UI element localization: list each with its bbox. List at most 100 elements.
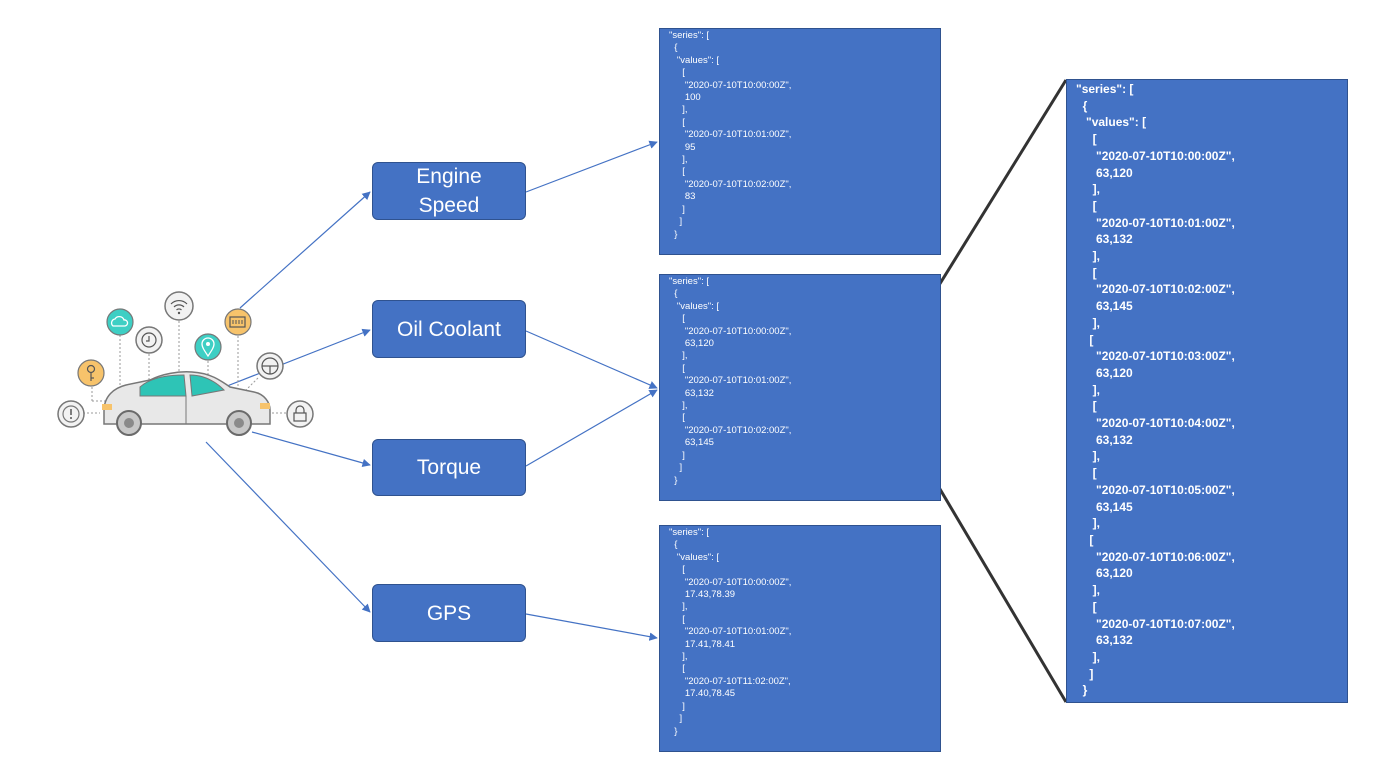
json-line: [ (669, 362, 685, 374)
signal-label-gps: GPS (426, 601, 472, 625)
arrow-car-gps (205, 441, 371, 613)
json-line: 63,132 (1076, 633, 1133, 648)
json-line: } (669, 474, 678, 486)
signal-label-engine-speed: Engine Speed (416, 165, 482, 217)
json-line: ], (669, 154, 688, 166)
json-line: } (1076, 683, 1088, 698)
json-line: "2020-07-10T10:00:00Z", (669, 325, 792, 337)
json-line: ], (1076, 182, 1100, 197)
json-line: ], (669, 651, 688, 663)
location-pin-icon (194, 333, 222, 361)
json-line: ], (669, 350, 688, 362)
key-icon (77, 359, 105, 387)
json-line: [ (669, 116, 685, 128)
battery-icon (224, 308, 252, 336)
json-line: 63,120 (1076, 566, 1133, 581)
connected-car-illustration (57, 291, 314, 436)
json-line: 63,132 (1076, 232, 1133, 247)
json-line: ] (669, 462, 683, 474)
json-line: "values": [ (669, 551, 720, 563)
arrow-car-coolant (221, 328, 371, 389)
json-line: 63,145 (1076, 499, 1133, 514)
signal-label-oil-coolant: Oil Coolant (397, 317, 501, 341)
json-line: { (669, 42, 678, 54)
json-box-engine-speed: "series": [ { "values": [ [ "2020-07-10T… (659, 28, 941, 255)
json-line: "values": [ (669, 54, 720, 66)
steering-wheel-icon (256, 352, 284, 380)
json-line: 100 (669, 92, 701, 104)
json-line: [ (669, 412, 685, 424)
json-line: [ (1076, 399, 1097, 414)
json-line: "2020-07-10T10:06:00Z", (1076, 549, 1235, 564)
json-line: ], (1076, 315, 1100, 330)
json-line: "2020-07-10T10:02:00Z", (1076, 282, 1235, 297)
json-line: "2020-07-10T10:02:00Z", (669, 178, 792, 190)
arrow-coolant-json (525, 330, 658, 389)
json-line: "series": [ (1076, 82, 1134, 96)
json-line: [ (1076, 532, 1094, 547)
json-line: [ (669, 166, 685, 178)
json-line: "2020-07-10T10:03:00Z", (1076, 349, 1235, 364)
signal-box-engine-speed: Engine Speed (372, 162, 526, 220)
json-line: 83 (669, 191, 696, 203)
json-line: ], (1076, 449, 1100, 464)
json-line: [ (669, 663, 685, 675)
json-line: 63,145 (669, 437, 714, 449)
signal-box-torque: Torque (372, 439, 526, 496)
json-box-oil-coolant: "series": [ { "values": [ [ "2020-07-10T… (659, 274, 941, 501)
json-line: [ (669, 564, 685, 576)
signal-box-oil-coolant: Oil Coolant (372, 300, 526, 358)
json-line: "2020-07-10T10:00:00Z", (1076, 148, 1235, 163)
json-line: 95 (669, 141, 696, 153)
json-line: "series": [ (669, 527, 710, 538)
json-line: [ (1076, 265, 1097, 280)
signal-box-gps: GPS (372, 584, 526, 642)
json-line: "series": [ (669, 276, 710, 287)
json-line: "2020-07-10T10:01:00Z", (669, 129, 792, 141)
json-line: [ (1076, 198, 1097, 213)
json-line: [ (1076, 466, 1097, 481)
json-line: "2020-07-10T10:02:00Z", (669, 424, 792, 436)
json-line: { (1076, 98, 1088, 113)
json-line: [ (669, 67, 685, 79)
arrow-gps-json (525, 613, 658, 641)
json-line: ] (669, 203, 685, 215)
arrow-car-engine (239, 191, 371, 309)
json-line: ] (669, 449, 685, 461)
json-line: [ (1076, 599, 1097, 614)
json-line: } (669, 228, 678, 240)
json-line: "2020-07-10T10:01:00Z", (669, 375, 792, 387)
json-line: 17.43,78.39 (669, 589, 736, 601)
json-line: "2020-07-10T10:04:00Z", (1076, 416, 1235, 431)
json-line: "values": [ (669, 300, 720, 312)
json-line: "2020-07-10T10:00:00Z", (669, 79, 792, 91)
car-icon (102, 371, 271, 436)
json-line: ], (669, 104, 688, 116)
json-line: ] (669, 713, 683, 725)
json-line: 17.40,78.45 (669, 688, 736, 700)
json-line: 63,120 (669, 338, 714, 350)
json-line: ] (669, 216, 683, 228)
json-line: { (669, 539, 678, 551)
json-line: 63,120 (1076, 165, 1133, 180)
json-line: "values": [ (1076, 115, 1147, 130)
json-line: } (669, 725, 678, 737)
json-line: "2020-07-10T10:01:00Z", (669, 626, 792, 638)
json-line: ], (1076, 382, 1100, 397)
json-line: "series": [ (669, 30, 710, 41)
json-line: ], (1076, 649, 1100, 664)
json-line: "2020-07-10T10:00:00Z", (669, 576, 792, 588)
cloud-icon (106, 308, 134, 336)
json-line: [ (669, 313, 685, 325)
json-line: "2020-07-10T10:05:00Z", (1076, 482, 1235, 497)
lock-icon (286, 400, 314, 428)
json-line: ], (1076, 516, 1100, 531)
json-line: "2020-07-10T10:01:00Z", (1076, 215, 1235, 230)
json-line: [ (669, 613, 685, 625)
arrow-car-torque (251, 431, 371, 468)
signal-label-torque: Torque (416, 456, 482, 479)
json-line: ] (669, 700, 685, 712)
alert-icon (57, 400, 85, 428)
json-line: 17.41,78.41 (669, 638, 736, 650)
